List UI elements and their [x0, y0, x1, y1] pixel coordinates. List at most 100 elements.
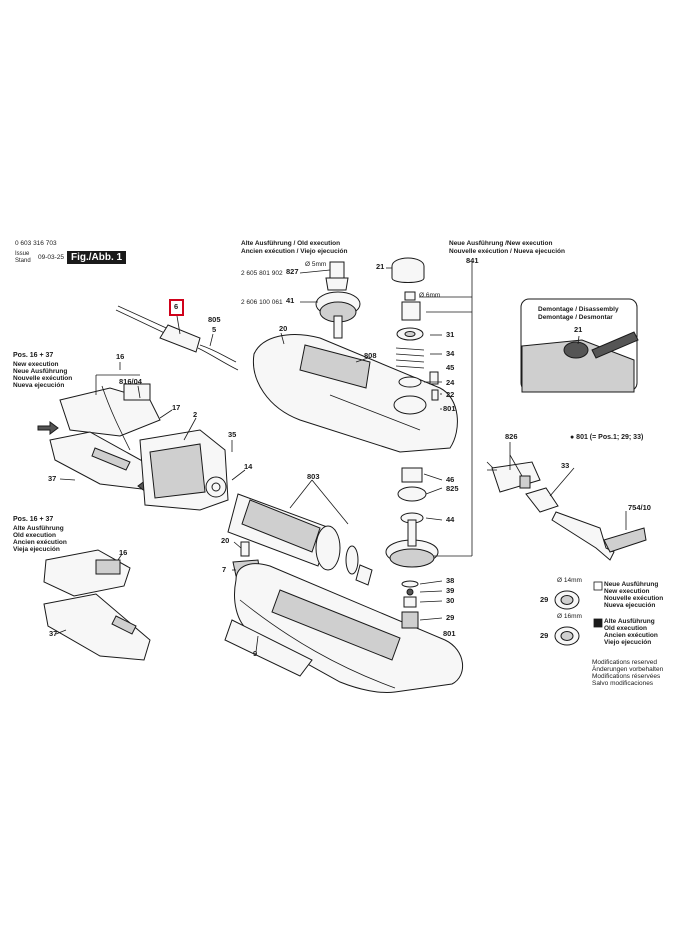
- callout-38[interactable]: 38: [446, 576, 455, 585]
- callout-9[interactable]: 9: [253, 649, 258, 658]
- arrow-icon: [37, 421, 59, 435]
- disassembly-inset: [520, 298, 639, 393]
- callout-2[interactable]: 2: [193, 410, 198, 419]
- highlighted-callout-box: [169, 299, 184, 316]
- new-exec-header: Nouvelle exécution / Nueva ejecución: [449, 248, 565, 255]
- callout-801[interactable]: 801: [443, 629, 456, 638]
- callout-14[interactable]: 14: [244, 462, 253, 471]
- diameter-label: Ø 5mm: [305, 261, 327, 268]
- new-exec-header: Neue Ausführung /New execution: [449, 240, 553, 247]
- callout-45[interactable]: 45: [446, 363, 455, 372]
- legend-line: Nouvelle exécution: [604, 595, 664, 602]
- part-number: 0 603 316 703: [15, 240, 57, 247]
- callout-16[interactable]: 16: [119, 548, 128, 557]
- pos-line: Nueva ejecución: [13, 382, 65, 389]
- pos-line: Nouvelle exécution: [13, 375, 73, 382]
- pos-line: Vieja ejecución: [13, 546, 60, 553]
- callout-35[interactable]: 35: [228, 430, 237, 439]
- switch-assembly-new[interactable]: [49, 374, 161, 491]
- part-code: 2 605 801 902: [241, 270, 283, 277]
- diameter-label: Ø 6mm: [419, 292, 441, 299]
- armature[interactable]: [227, 493, 373, 586]
- callout-22[interactable]: 22: [446, 390, 455, 399]
- callout-20[interactable]: 20: [279, 324, 288, 333]
- callout-16[interactable]: 16: [116, 352, 125, 361]
- callout-31[interactable]: 31: [446, 330, 455, 339]
- legend-new-num: 29: [540, 595, 549, 604]
- legend-line: Neue Ausführung: [604, 581, 659, 588]
- callout-44[interactable]: 44: [446, 515, 455, 524]
- pos801-note: ● 801 (= Pos.1; 29; 33): [570, 434, 644, 441]
- legend-line: Alte Ausführung: [604, 618, 655, 625]
- callout-6[interactable]: 6: [174, 302, 179, 311]
- disassembly-title: Demontage / Disassembly: [538, 306, 619, 313]
- callout-37[interactable]: 37: [49, 629, 58, 638]
- wrench[interactable]: [525, 487, 647, 561]
- callout-803[interactable]: 803: [307, 472, 320, 481]
- legend-line: Ancien exécution: [604, 632, 658, 639]
- cap[interactable]: [391, 257, 425, 283]
- pos-title-new: Pos. 16 + 37: [13, 352, 54, 359]
- callout-805[interactable]: 805: [208, 315, 221, 324]
- pos-line: Old execution: [13, 532, 56, 539]
- lower-housing[interactable]: [224, 563, 464, 693]
- callout-7[interactable]: 7: [222, 565, 227, 574]
- callout-808[interactable]: 808: [364, 351, 377, 360]
- legend-old-num: 29: [540, 631, 549, 640]
- disassembly-part: 21: [574, 325, 583, 334]
- legend-line: New execution: [604, 588, 650, 595]
- pos-line: Alte Ausführung: [13, 525, 64, 532]
- callout-826[interactable]: 826: [505, 432, 518, 441]
- old-exec-header: Alte Ausführung / Old execution: [241, 240, 341, 247]
- modifications-line: Salvo modificaciones: [592, 680, 654, 687]
- legend-new-diameter: Ø 14mm: [557, 577, 582, 584]
- disassembly-title: Demontage / Desmontar: [538, 314, 613, 321]
- legend-line: Viejo ejecución: [604, 639, 652, 646]
- callout-30[interactable]: 30: [446, 596, 455, 605]
- issue-date: 09-03-25: [38, 254, 65, 261]
- callout-41[interactable]: 41: [286, 296, 295, 305]
- switch-assembly-old[interactable]: [43, 549, 151, 661]
- callout-816[interactable]: 816/04: [119, 377, 142, 386]
- callout-34[interactable]: 34: [446, 349, 455, 358]
- callout-801[interactable]: 801: [443, 404, 456, 413]
- legend-line: Nueva ejecución: [604, 602, 656, 609]
- modifications-line: Modifications réservées: [592, 673, 661, 680]
- callout-5[interactable]: 5: [212, 325, 217, 334]
- modifications-line: Änderungen vorbehalten: [592, 666, 664, 673]
- part-code: 2 606 100 061: [241, 299, 283, 306]
- stator[interactable]: [139, 429, 229, 511]
- bracket-826[interactable]: [486, 461, 541, 493]
- issue-label: Issue Stand: [15, 251, 31, 264]
- pos-line: New execution: [13, 361, 59, 368]
- legend-line: Old execution: [604, 625, 647, 632]
- figure-label: Fig./Abb. 1: [67, 251, 127, 264]
- pos-line: Neue Ausführung: [13, 368, 68, 375]
- callout-825[interactable]: 825: [446, 484, 459, 493]
- legend-bearing-old: [554, 618, 603, 646]
- callout-827[interactable]: 827: [286, 267, 299, 276]
- callout-17[interactable]: 17: [172, 403, 181, 412]
- callout-21[interactable]: 21: [376, 262, 385, 271]
- pos-title-old: Pos. 16 + 37: [13, 516, 54, 523]
- leader-lines: [55, 262, 627, 653]
- callout-46[interactable]: 46: [446, 475, 455, 484]
- modifications-line: Modifications reserved: [592, 659, 658, 666]
- callout-24[interactable]: 24: [446, 378, 455, 387]
- callout-39[interactable]: 39: [446, 586, 455, 595]
- upper-housing[interactable]: [252, 334, 458, 453]
- power-cord[interactable]: [115, 305, 239, 371]
- callout-841[interactable]: 841: [466, 256, 479, 265]
- old-exec-header: Ancien exécution / Viejo ejecución: [241, 248, 348, 255]
- callout-754[interactable]: 754/10: [628, 503, 651, 512]
- pos-line: Ancien exécution: [13, 539, 67, 546]
- callout-29[interactable]: 29: [446, 613, 455, 622]
- legend-bearing-new: [554, 581, 603, 610]
- callout-20[interactable]: 20: [221, 536, 230, 545]
- callout-33[interactable]: 33: [561, 461, 570, 470]
- callout-37[interactable]: 37: [48, 474, 57, 483]
- spindle-gear-old[interactable]: [315, 261, 361, 339]
- spindle-stack[interactable]: [385, 291, 439, 629]
